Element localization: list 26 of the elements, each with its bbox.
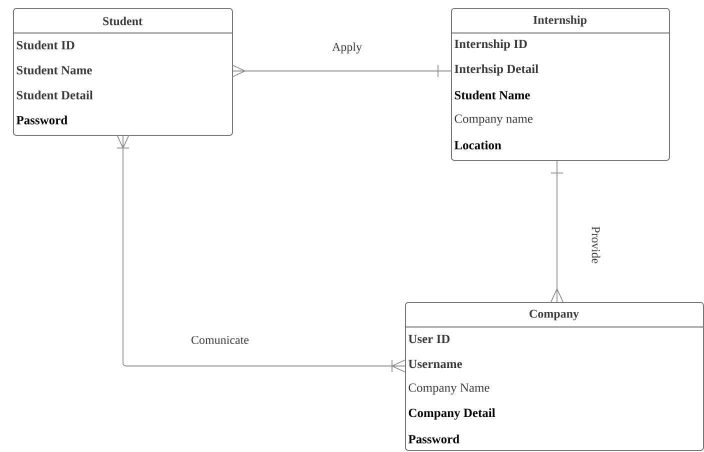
attribute-row: Student Detail bbox=[16, 90, 93, 100]
edge-label: Provide bbox=[590, 225, 602, 265]
entity-table bbox=[12, 8, 233, 136]
attribute-row: Student ID bbox=[16, 40, 74, 50]
entity-table bbox=[404, 302, 704, 451]
relationship-line bbox=[232, 64, 452, 78]
entity-title: Student bbox=[103, 16, 142, 26]
attribute-row: Password bbox=[408, 434, 460, 444]
attribute-row: Student Name bbox=[454, 90, 530, 100]
entity-title: Internship bbox=[533, 16, 586, 26]
attribute-row: Interhsip Detail bbox=[454, 64, 538, 76]
attribute-row: Company name bbox=[454, 114, 533, 126]
edge-label: Comunicate bbox=[190, 334, 250, 346]
entity-title: Company bbox=[530, 310, 579, 320]
attribute-row: Company Detail bbox=[408, 408, 496, 420]
attribute-row: Username bbox=[408, 360, 462, 368]
attribute-row: Location bbox=[454, 140, 502, 150]
attribute-row: Password bbox=[16, 116, 68, 124]
attribute-row: User ID bbox=[408, 334, 450, 344]
attribute-row: Student Name bbox=[16, 66, 92, 74]
relationship-line bbox=[550, 160, 564, 302]
entity-table bbox=[450, 8, 670, 161]
edge-label: Apply bbox=[331, 42, 363, 54]
relationship-line bbox=[116, 134, 406, 372]
attribute-row: Company Name bbox=[408, 384, 490, 394]
attribute-row: Internship ID bbox=[454, 39, 527, 51]
